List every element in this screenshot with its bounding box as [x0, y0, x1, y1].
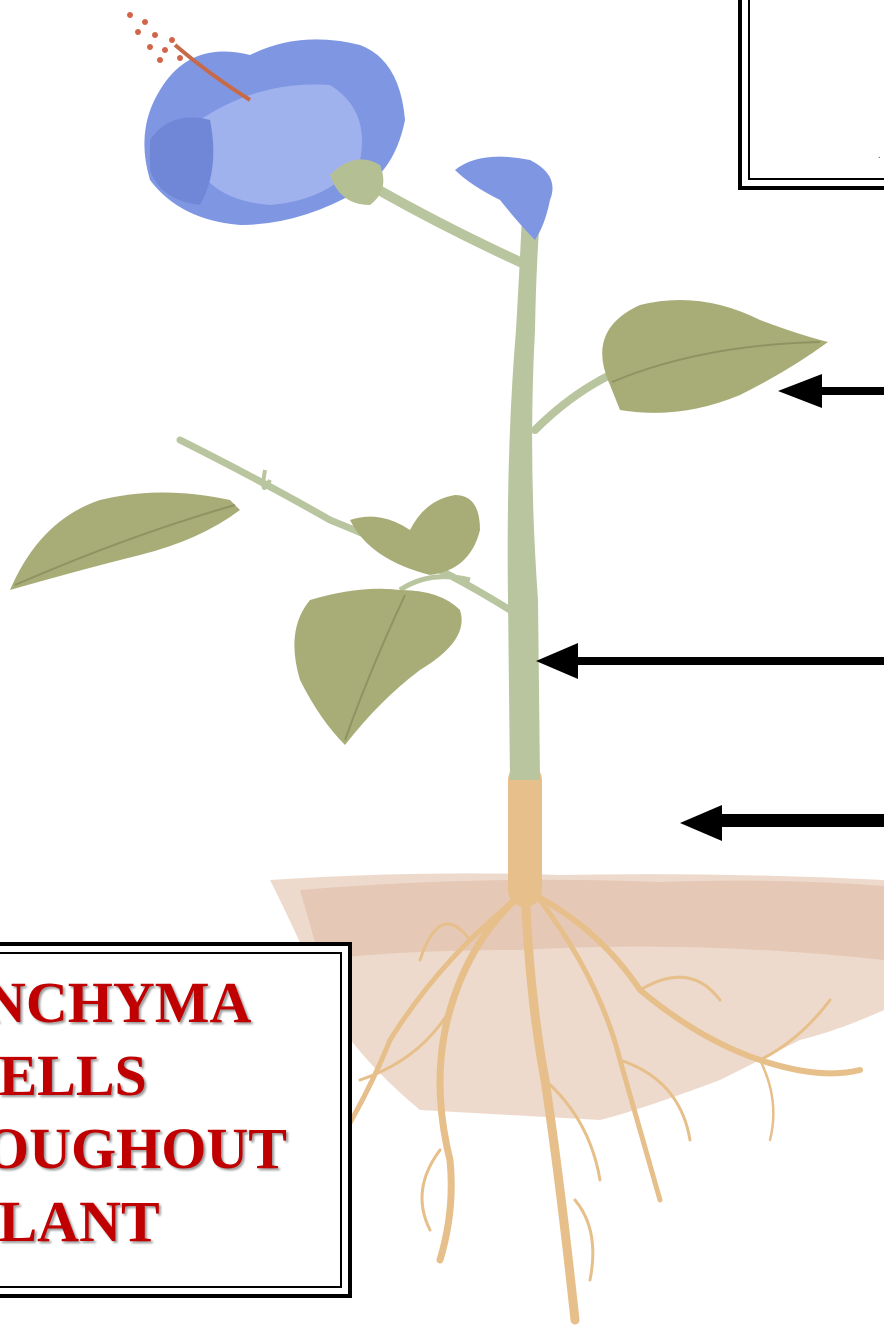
leaf-left-middle: [294, 589, 461, 745]
arrow-stem: [536, 643, 884, 679]
parenchyma-label-text: NCHYMA ELLS OUGHOUT LANT: [0, 966, 356, 1258]
label-box-parenchyma: NCHYMA ELLS OUGHOUT LANT: [0, 942, 352, 1298]
flower: [127, 12, 553, 240]
flower-bud: [455, 157, 553, 240]
label-box-top: [738, 0, 884, 190]
small-mark: .: [878, 150, 882, 160]
leaf-small: [350, 495, 480, 575]
arrow-leaf: [778, 374, 884, 408]
leaves: [10, 300, 828, 745]
left-arrow-icon: [680, 805, 884, 841]
